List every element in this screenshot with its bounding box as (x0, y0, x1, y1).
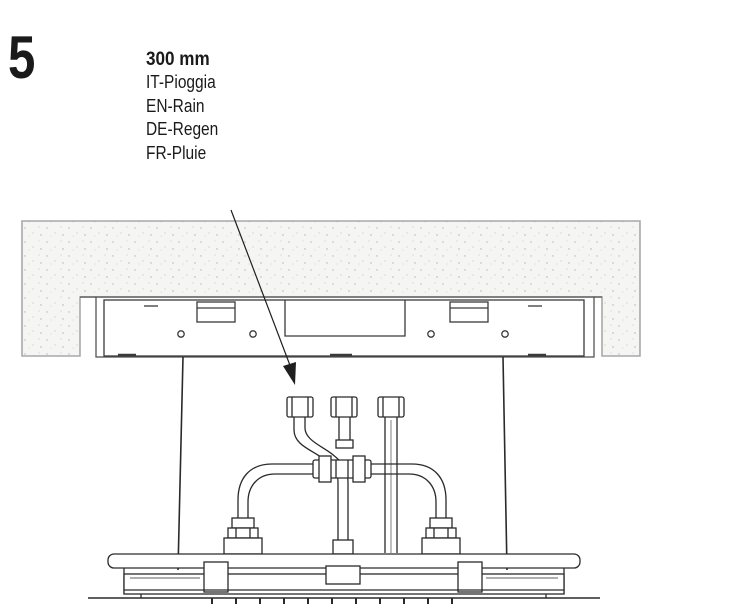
pipe-connectors (286, 396, 405, 418)
mounting-plate (103, 299, 585, 357)
recess-frame (80, 296, 602, 358)
middle-pipe (335, 417, 354, 449)
label-en: EN-Rain (146, 95, 205, 116)
center-fitting (332, 539, 354, 555)
left-fitting (223, 517, 263, 555)
callout-labels: 300 mm IT-Pioggia EN-Rain DE-Regen FR-Pl… (146, 48, 230, 165)
hanging-rods (177, 356, 508, 571)
right-fitting (421, 517, 461, 555)
label-it: IT-Pioggia (146, 72, 216, 92)
label-de: DE-Regen (146, 119, 219, 139)
left-hose (237, 463, 313, 518)
size-label: 300 mm (146, 49, 210, 70)
right-vertical-pipe (384, 417, 398, 553)
shower-head (107, 553, 581, 598)
step-number: 5 (8, 24, 36, 91)
callout-arrow (230, 209, 296, 385)
right-hose (371, 463, 447, 518)
label-fr: FR-Pluie (146, 142, 207, 163)
nozzle-row (211, 598, 453, 604)
tee-valve (312, 455, 372, 483)
